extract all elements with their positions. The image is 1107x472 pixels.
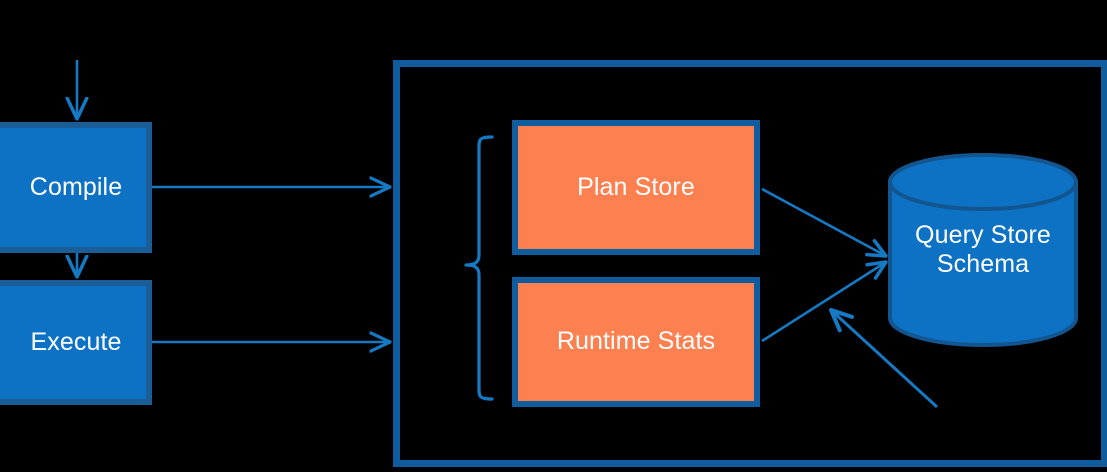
plan-store-box[interactable]: [512, 120, 760, 255]
edge-runtime-stats-to-schema: [761, 262, 886, 343]
query-store-container-border: [393, 60, 1107, 467]
store-group-brace: [464, 135, 494, 401]
execute-box[interactable]: [0, 280, 152, 405]
cylinder-top-ellipse: [888, 153, 1078, 211]
runtime-stats-box[interactable]: [512, 277, 760, 407]
query-store-schema-cylinder[interactable]: [888, 153, 1078, 347]
edge-plan-store-to-schema: [761, 187, 886, 256]
cylinder-body: [888, 180, 1078, 347]
compile-box[interactable]: [0, 122, 152, 253]
edge-external-to-schema: [831, 310, 939, 409]
